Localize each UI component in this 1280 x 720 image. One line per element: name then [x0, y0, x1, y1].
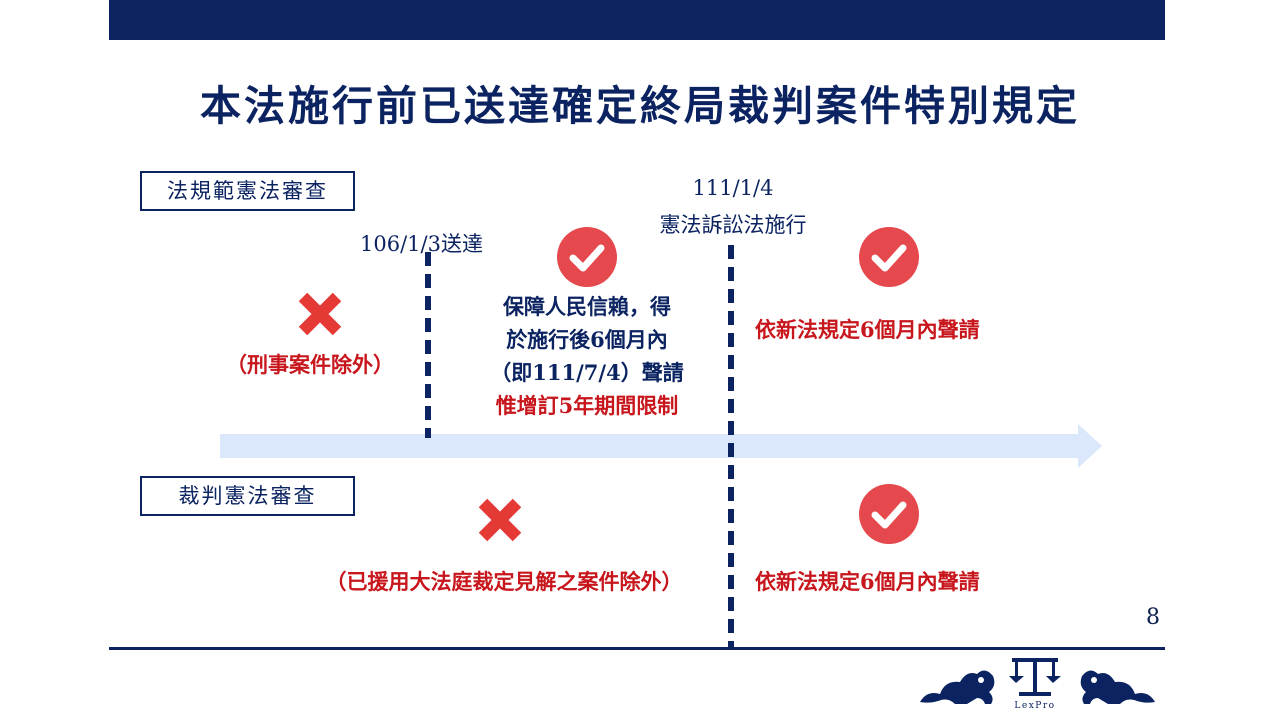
timeline-arrow: [220, 424, 1102, 468]
judgment-middle-note: （已援用大法庭裁定見解之案件除外）: [325, 569, 683, 594]
effective-date: 111/1/4: [692, 176, 774, 200]
served-dashed-line: [425, 252, 431, 438]
norm-middle-line-2: 於施行後6個月內: [506, 327, 668, 352]
norm-middle-line-1: 保障人民信賴，得: [503, 294, 671, 319]
slide-title: 本法施行前已送達確定終局裁判案件特別規定: [200, 82, 1080, 130]
judgment-review-label: 裁判憲法審查: [140, 476, 355, 516]
svg-text:LexPro: LexPro: [1014, 701, 1055, 710]
norm-middle-line-3: （即111/7/4）聲請: [490, 360, 684, 385]
lexpro-logo: LexPro: [920, 658, 1155, 710]
check-icon: [557, 227, 617, 287]
served-date-label: 106/1/3送達: [360, 232, 483, 256]
right-lion-icon: [1080, 670, 1155, 704]
judgment-right-note: 依新法規定6個月內聲請: [755, 569, 980, 594]
scales-icon: LexPro: [1009, 658, 1061, 710]
norm-review-label: 法規範憲法審查: [140, 171, 355, 211]
norm-left-note: （刑事案件除外）: [226, 352, 394, 377]
left-lion-icon: [920, 670, 995, 704]
top-banner: [109, 0, 1165, 40]
norm-right-note: 依新法規定6個月內聲請: [755, 317, 980, 342]
effective-dashed-line: [728, 245, 734, 650]
check-icon: [859, 484, 919, 544]
cross-icon: [298, 292, 342, 336]
effective-label: 憲法訴訟法施行: [659, 213, 807, 237]
norm-middle-highlight: 惟增訂5年期間限制: [495, 393, 679, 418]
footer-rule: [109, 647, 1165, 650]
page-number: 8: [1146, 605, 1160, 630]
norm-middle-text: 保障人民信賴，得 於施行後6個月內 （即111/7/4）聲請 惟增訂5年期間限制: [458, 290, 716, 422]
cross-icon: [478, 498, 522, 542]
check-icon: [859, 227, 919, 287]
